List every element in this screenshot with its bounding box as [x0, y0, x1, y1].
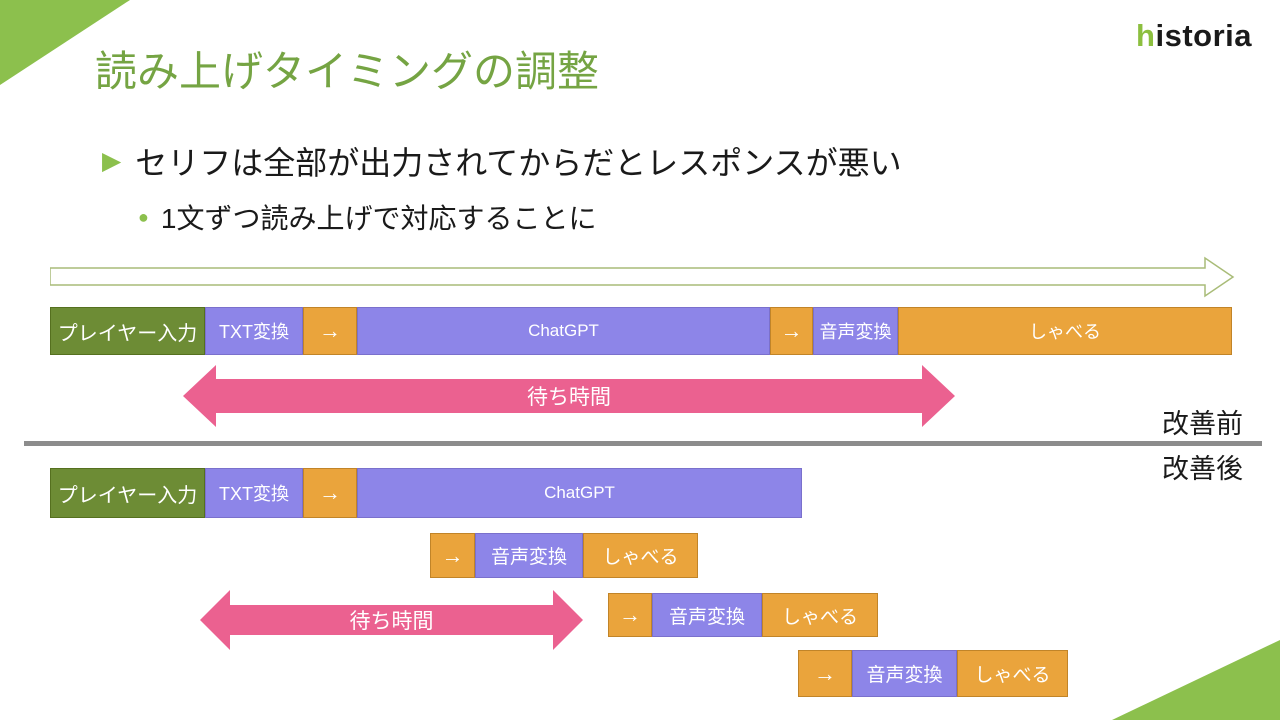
- timeline-arrow: [50, 256, 1235, 298]
- label-before-improvement: 改善前: [1162, 409, 1243, 439]
- section-divider: [24, 441, 1262, 446]
- before-box-speak: しゃべる: [898, 307, 1232, 355]
- after-speech3-voice-convert: 音声変換: [852, 650, 957, 697]
- before-box-arrow-1: →: [303, 307, 357, 355]
- after-box-arrow-1: →: [303, 468, 357, 518]
- after-box-player-input: プレイヤー入力: [50, 468, 205, 518]
- wait-time-arrow-before: 待ち時間: [183, 365, 955, 427]
- wait-time-label-after: 待ち時間: [349, 610, 434, 633]
- after-speech2-voice-convert: 音声変換: [652, 593, 762, 637]
- after-speech1-arrow: →: [430, 533, 475, 578]
- after-box-chatgpt: ChatGPT: [357, 468, 802, 518]
- slide-title: 読み上げタイミングの調整: [95, 48, 600, 95]
- corner-triangle-bottom-right: [1112, 640, 1280, 720]
- bullet-level1: ▶ セリフは全部が出力されてからだとレスポンスが悪い: [102, 138, 902, 184]
- logo-dark-letters: istoria: [1155, 18, 1252, 53]
- before-box-txt-convert: TXT変換: [205, 307, 303, 355]
- bullet-level2-text: 1文ずつ読み上げで対応することに: [160, 203, 597, 234]
- before-box-player-input: プレイヤー入力: [50, 307, 205, 355]
- wait-time-arrow-after: 待ち時間: [200, 590, 583, 650]
- triangle-bullet-icon: ▶: [102, 146, 122, 175]
- bullet-level1-text: セリフは全部が出力されてからだとレスポンスが悪い: [135, 145, 902, 181]
- before-box-chatgpt: ChatGPT: [357, 307, 770, 355]
- logo-green-letter: h: [1136, 18, 1156, 53]
- before-box-arrow-2: →: [770, 307, 813, 355]
- after-speech1-voice-convert: 音声変換: [475, 533, 583, 578]
- after-speech2-speak: しゃべる: [762, 593, 878, 637]
- after-speech3-arrow: →: [798, 650, 852, 697]
- after-speech3-speak: しゃべる: [957, 650, 1068, 697]
- before-box-voice-convert: 音声変換: [813, 307, 898, 355]
- after-speech2-arrow: →: [608, 593, 652, 637]
- label-after-improvement: 改善後: [1162, 454, 1243, 484]
- after-box-txt-convert: TXT変換: [205, 468, 303, 518]
- bullet-level2: ● 1文ずつ読み上げで対応することに: [138, 197, 596, 237]
- after-speech1-speak: しゃべる: [583, 533, 698, 578]
- historia-logo: historia: [1136, 18, 1252, 54]
- circle-bullet-icon: ●: [138, 207, 149, 227]
- wait-time-label-before: 待ち時間: [527, 386, 611, 409]
